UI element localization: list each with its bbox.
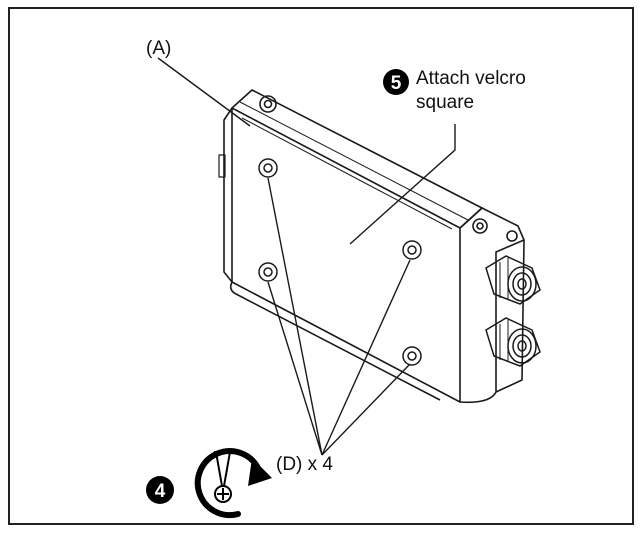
leader-screw-4 xyxy=(321,363,411,456)
step-4-number: 4 xyxy=(155,481,166,502)
top-screw-right xyxy=(472,218,488,234)
screw-hole-top-right xyxy=(402,240,422,260)
connector-upper xyxy=(485,255,541,305)
device-left-tab xyxy=(218,154,226,178)
leader-part-a xyxy=(157,57,251,127)
step-5-number: 5 xyxy=(391,73,402,94)
device-front-inner-edge xyxy=(241,117,453,230)
step-4-badge-icon: 4 xyxy=(146,476,174,504)
side-screw-top xyxy=(506,230,518,242)
label-velcro-line2: square xyxy=(416,92,474,113)
leader-velcro xyxy=(349,124,456,245)
device-top-edge-line xyxy=(239,101,469,221)
screw-hole-top-left xyxy=(258,158,278,178)
leader-lines xyxy=(157,57,456,456)
device-front-face xyxy=(231,107,461,403)
connector-lower xyxy=(485,317,541,367)
leader-screw-1 xyxy=(267,177,323,456)
leader-screw-3 xyxy=(321,259,411,456)
screw-holes xyxy=(258,158,422,366)
top-screw-right-inner xyxy=(476,222,484,230)
leader-screw-2 xyxy=(267,281,323,456)
label-part-a: (A) xyxy=(146,38,171,59)
device-left-flange xyxy=(223,107,233,283)
screw-hole-bottom-left xyxy=(258,262,278,282)
top-screw-left xyxy=(259,95,277,113)
diagram-frame xyxy=(8,7,634,525)
label-screws: (D) x 4 xyxy=(276,454,333,475)
label-velcro-line1: Attach velcro xyxy=(416,68,526,89)
device-side-bottom xyxy=(495,239,525,393)
device-box xyxy=(218,89,525,404)
device-side-face xyxy=(459,207,525,404)
screwdriver-clockwise-icon xyxy=(194,448,272,519)
device-bottom-edge xyxy=(229,281,441,401)
step-5-badge-icon: 5 xyxy=(383,69,409,95)
screw-hole-bottom-right xyxy=(402,346,422,366)
top-screw-left-inner xyxy=(263,99,273,109)
